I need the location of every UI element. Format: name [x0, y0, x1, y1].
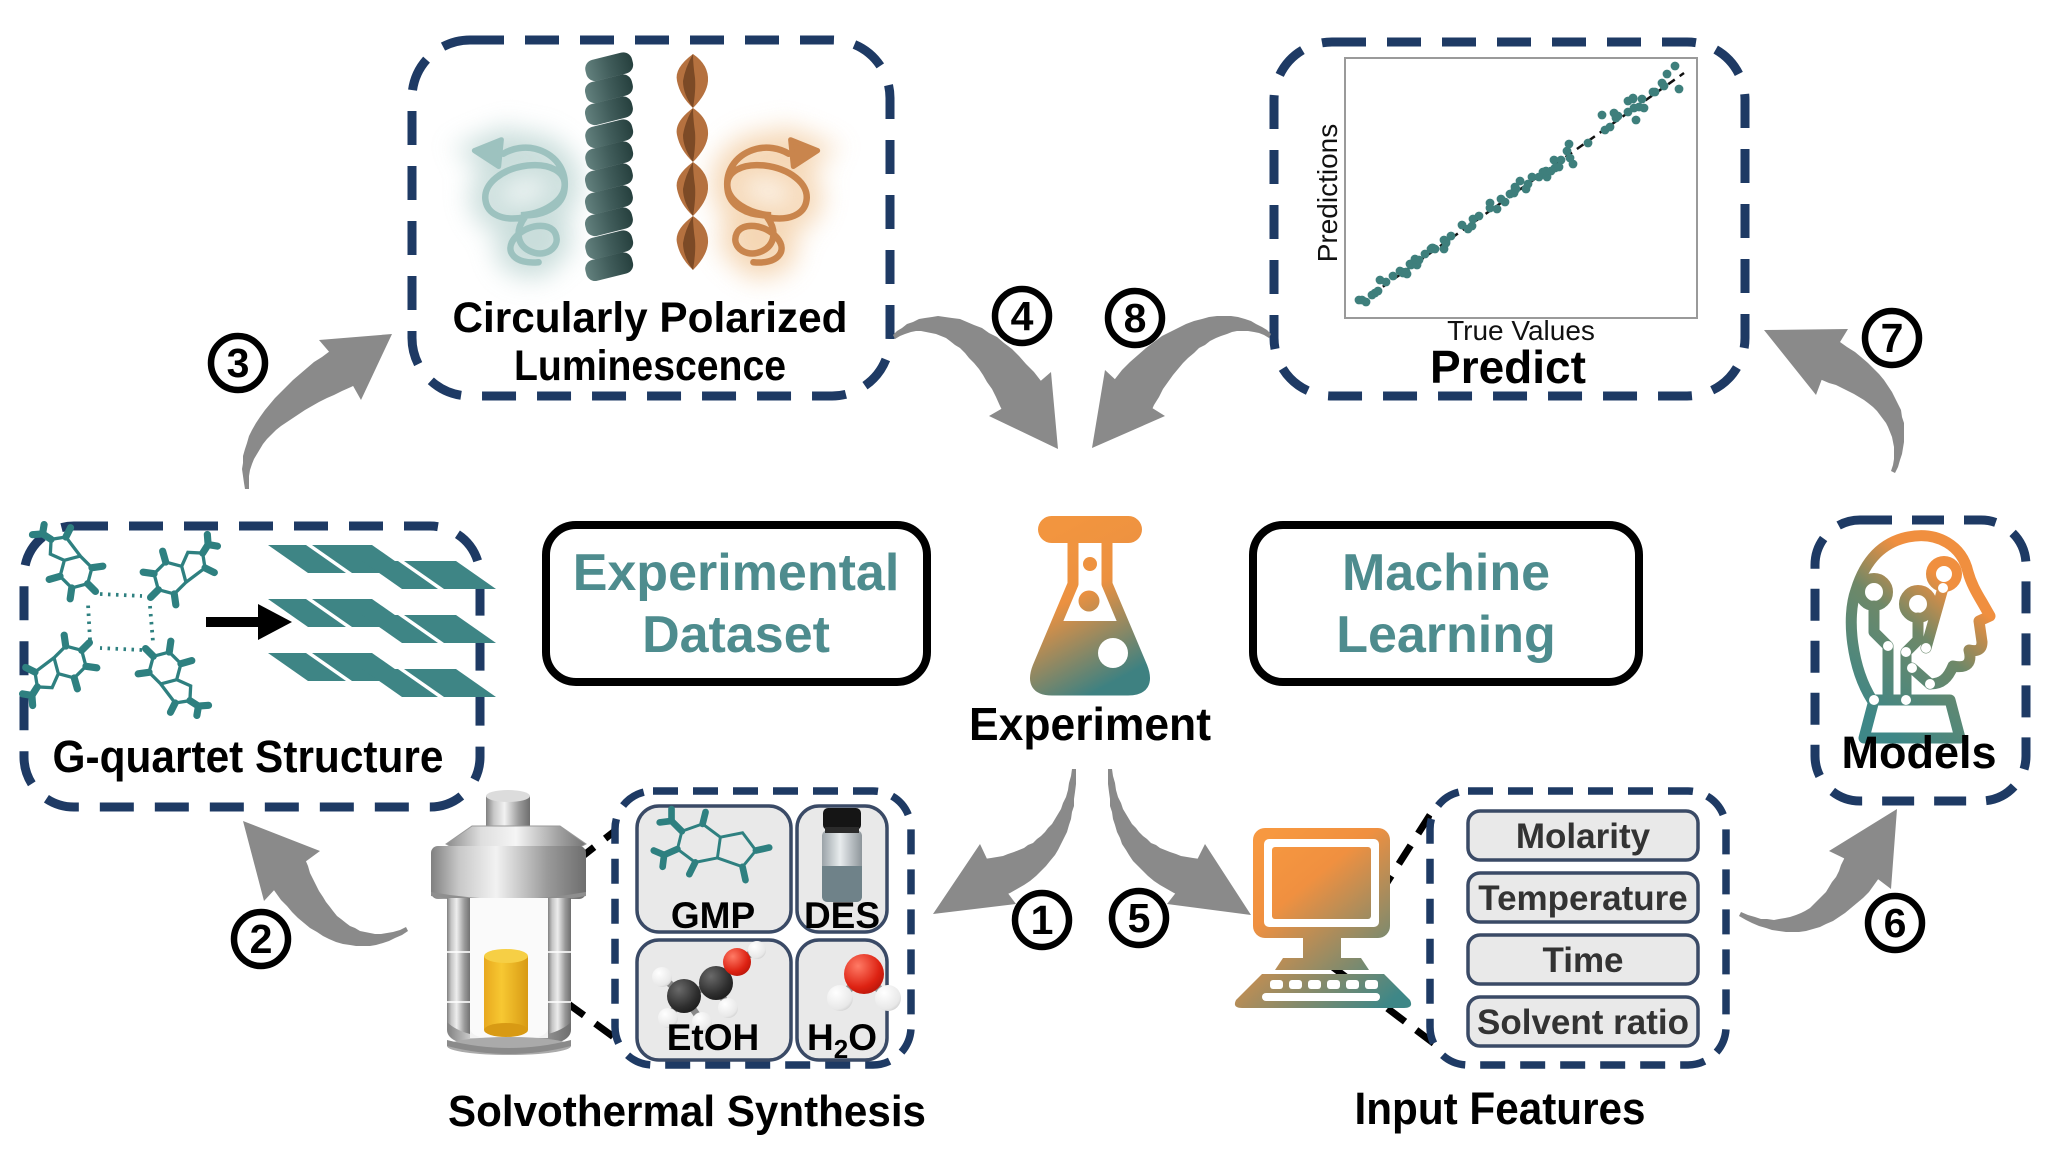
- svg-text:5: 5: [1128, 895, 1151, 941]
- svg-text:4: 4: [1011, 293, 1034, 339]
- svg-text:8: 8: [1124, 295, 1147, 341]
- svg-text:EtOH: EtOH: [667, 1017, 760, 1058]
- svg-text:Machine: Machine: [1342, 544, 1550, 602]
- svg-text:1: 1: [1031, 897, 1054, 943]
- svg-text:Learning: Learning: [1336, 606, 1556, 664]
- svg-text:Input Features: Input Features: [1355, 1083, 1646, 1134]
- svg-text:Predict: Predict: [1430, 341, 1586, 393]
- svg-text:Circularly Polarized: Circularly Polarized: [453, 294, 848, 342]
- svg-text:Dataset: Dataset: [642, 606, 830, 664]
- svg-text:Experiment: Experiment: [969, 698, 1211, 750]
- svg-text:Models: Models: [1841, 727, 1996, 778]
- svg-text:Luminescence: Luminescence: [514, 342, 786, 390]
- svg-text:Predictions: Predictions: [1312, 124, 1343, 263]
- svg-text:3: 3: [227, 340, 250, 386]
- svg-text:2: 2: [250, 916, 273, 962]
- svg-text:G-quartet Structure: G-quartet Structure: [53, 731, 444, 782]
- svg-text:7: 7: [1881, 315, 1904, 361]
- svg-text:GMP: GMP: [671, 895, 755, 936]
- svg-text:Solvothermal Synthesis: Solvothermal Synthesis: [448, 1087, 926, 1136]
- svg-text:DES: DES: [804, 895, 880, 936]
- svg-text:Time: Time: [1542, 941, 1623, 980]
- svg-text:6: 6: [1884, 900, 1907, 946]
- svg-text:Molarity: Molarity: [1516, 817, 1651, 856]
- svg-text:Temperature: Temperature: [1478, 879, 1687, 918]
- svg-text:True Values: True Values: [1447, 315, 1595, 346]
- svg-text:Experimental: Experimental: [573, 544, 900, 602]
- svg-text:Solvent ratio: Solvent ratio: [1477, 1003, 1689, 1042]
